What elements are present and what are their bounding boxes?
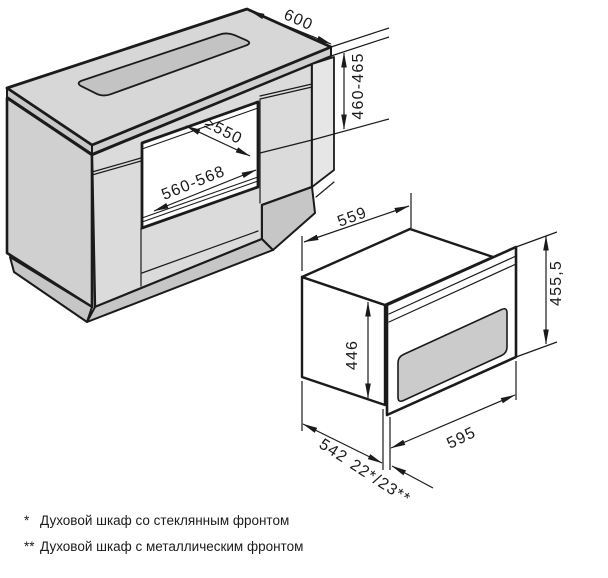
dim-line-oven-bottom-depth [302, 423, 383, 464]
plinth-right [261, 186, 316, 251]
dim-label-oven-body-height: 446 [344, 340, 361, 370]
front-panel-gaps [91, 83, 335, 287]
extension-line [515, 231, 558, 248]
dim-line-niche-depth [185, 125, 251, 157]
dim-line-oven-front-width [390, 394, 516, 449]
footnote-metal-front: ** Духовой шкаф с металлическим фронтом [24, 539, 303, 555]
footnote-text: Духовой шкаф со стеклянным фронтом [40, 513, 290, 528]
extension-line [330, 27, 390, 48]
dim-label-oven-top-depth: 559 [335, 204, 369, 230]
cabinet-drawing [5, 7, 335, 323]
dim-line-oven-top-depth [303, 205, 410, 243]
footnote-glass-front: * Духовой шкаф со стеклянным фронтом [24, 513, 289, 529]
oven-dimensions [301, 193, 558, 489]
dim-label-oven-front-height: 455,5 [548, 260, 565, 306]
dim-label-niche-height: 460-465 [350, 52, 367, 119]
dim-label-oven-front-width: 595 [444, 424, 479, 453]
oven-door-glass [397, 307, 508, 403]
dim-line-top-depth [249, 10, 332, 45]
extension-line [311, 118, 390, 141]
footnote-marker: ** [24, 539, 35, 554]
oven-control-panel-lines [388, 255, 517, 323]
dim-label-panel-thickness: 22*/23** [347, 457, 414, 508]
extension-line [330, 36, 390, 57]
dim-arrow-panel-thickness [391, 465, 434, 489]
cooktop [77, 32, 251, 97]
cabinet-right-end-face [311, 56, 335, 188]
dim-label-oven-bottom-depth: 542 [316, 436, 351, 467]
footnote-text: Духовой шкаф с металлическим фронтом [40, 539, 304, 554]
oven-drawing [300, 227, 518, 417]
footnote-marker: * [24, 513, 30, 528]
extension-line [515, 341, 558, 358]
dim-line-niche-width [153, 169, 257, 212]
cabinet-dimensions [153, 10, 390, 212]
